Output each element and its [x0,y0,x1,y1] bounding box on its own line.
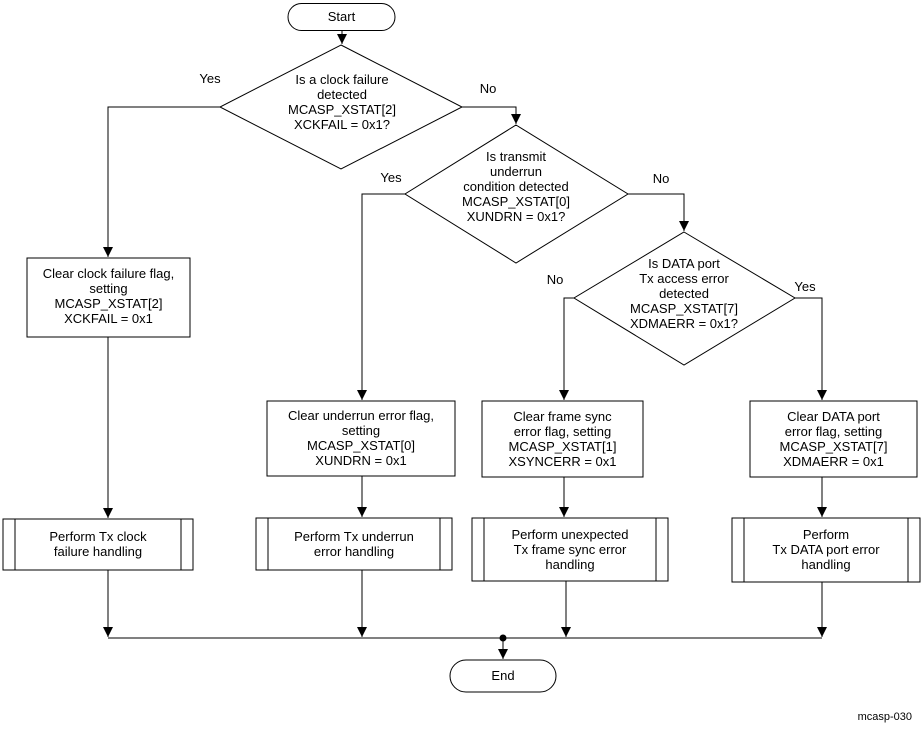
process-line: setting [89,281,128,296]
connector-clock-failure-yes [103,106,220,257]
process-clear-clock-failure: Clear clock failure flag, setting MCASP_… [27,266,190,326]
process-clear-data-port: Clear DATA port error flag, setting MCAS… [750,409,917,469]
decision-line: Is transmit [486,149,546,164]
predefined-line: Perform Tx underrun [294,529,414,544]
decision-line: underrun [489,164,543,179]
predefined-line: failure handling [53,544,143,559]
start-terminal-shape [287,3,396,31]
decision-underrun: Is transmit underrun condition detected … [412,149,620,224]
decision-line: XDMAERR = 0x1? [629,316,738,331]
predefined-line: handling [801,557,851,572]
predefined-line: Tx DATA port error [772,542,880,557]
process-clear-data-port-shape [749,400,918,478]
process-clear-clock-failure-shape [26,257,191,338]
process-line: Clear underrun error flag, [288,408,434,423]
process-line: setting [341,423,381,438]
end-terminal-shape [449,659,557,693]
predefined-line: Perform Tx clock [49,529,147,544]
predefined-line: Perform [802,527,850,542]
predefined-tx-data-port: Perform Tx DATA port error handling [744,527,908,572]
node-shapes [2,3,921,693]
decision-line: detected [317,87,367,102]
connector-clock-failure-no [462,106,521,124]
connector-underrun-no [628,193,689,231]
process-line: error flag, setting [784,424,883,439]
branch-label-no: No [652,171,670,186]
process-line: MCASP_XSTAT[1] [508,439,617,454]
process-line: XUNDRN = 0x1 [315,453,407,468]
decision-underrun-shape [404,124,629,264]
predefined-tx-clock-failure-shape [2,518,194,571]
figure-label: mcasp-030 [857,711,912,723]
predefined-line: Perform unexpected [511,527,629,542]
predefined-tx-underrun: Perform Tx underrun error handling [268,529,440,559]
decision-data-port-shape [573,231,796,366]
branch-label-no: No [479,81,497,96]
connector-underrun-yes [357,193,405,400]
branch-label-no: No [546,272,564,287]
process-line: MCASP_XSTAT[2] [54,296,163,311]
process-line: MCASP_XSTAT[0] [307,438,415,453]
process-line: Clear DATA port [787,409,880,424]
decision-line: Is DATA port [648,256,720,271]
decision-line: Tx access error [639,271,729,286]
predefined-line: error handling [313,544,395,559]
connector-data-port-yes [795,297,827,400]
branch-label-yes: Yes [199,71,221,86]
predefined-tx-clock-failure: Perform Tx clock failure handling [15,529,181,559]
merge-junction-dot [499,634,507,642]
process-clear-frame-sync: Clear frame sync error flag, setting MCA… [482,409,643,469]
process-clear-underrun: Clear underrun error flag, setting MCASP… [267,408,455,468]
decision-line: MCASP_XSTAT[0] [462,194,570,209]
predefined-tx-data-port-shape [731,517,921,583]
process-clear-frame-sync-shape [481,400,644,478]
predefined-tx-frame-sync: Perform unexpected Tx frame sync error h… [484,527,656,572]
start-terminal-label: Start [327,9,356,24]
connectors [103,31,827,659]
process-clear-underrun-shape [266,400,456,477]
decision-line: condition detected [463,179,569,194]
decision-line: MCASP_XSTAT[2] [288,102,396,117]
decision-data-port: Is DATA port Tx access error detected MC… [578,256,790,331]
predefined-tx-frame-sync-shape [471,517,669,582]
process-line: error flag, setting [513,424,612,439]
predefined-line: handling [545,557,595,572]
branch-label-yes: Yes [380,170,402,185]
branch-label-yes: Yes [794,279,816,294]
end-terminal-label: End [491,668,515,683]
process-line: MCASP_XSTAT[7] [779,439,888,454]
decision-clock-failure-shape [218,44,464,170]
connector-data-port-no [559,297,574,400]
decision-line: XUNDRN = 0x1? [466,209,566,224]
decision-line: Is a clock failure [295,72,389,87]
process-line: Clear clock failure flag, [42,266,175,281]
decision-clock-failure: Is a clock failure detected MCASP_XSTAT[… [241,72,443,132]
decision-line: XCKFAIL = 0x1? [294,117,390,132]
process-line: XCKFAIL = 0x1 [64,311,153,326]
predefined-line: Tx frame sync error [513,542,627,557]
decision-line: MCASP_XSTAT[7] [630,301,738,316]
process-line: Clear frame sync [513,409,612,424]
process-line: XSYNCERR = 0x1 [508,454,617,469]
predefined-tx-underrun-shape [255,517,453,571]
decision-line: detected [659,286,709,301]
process-line: XDMAERR = 0x1 [783,454,884,469]
